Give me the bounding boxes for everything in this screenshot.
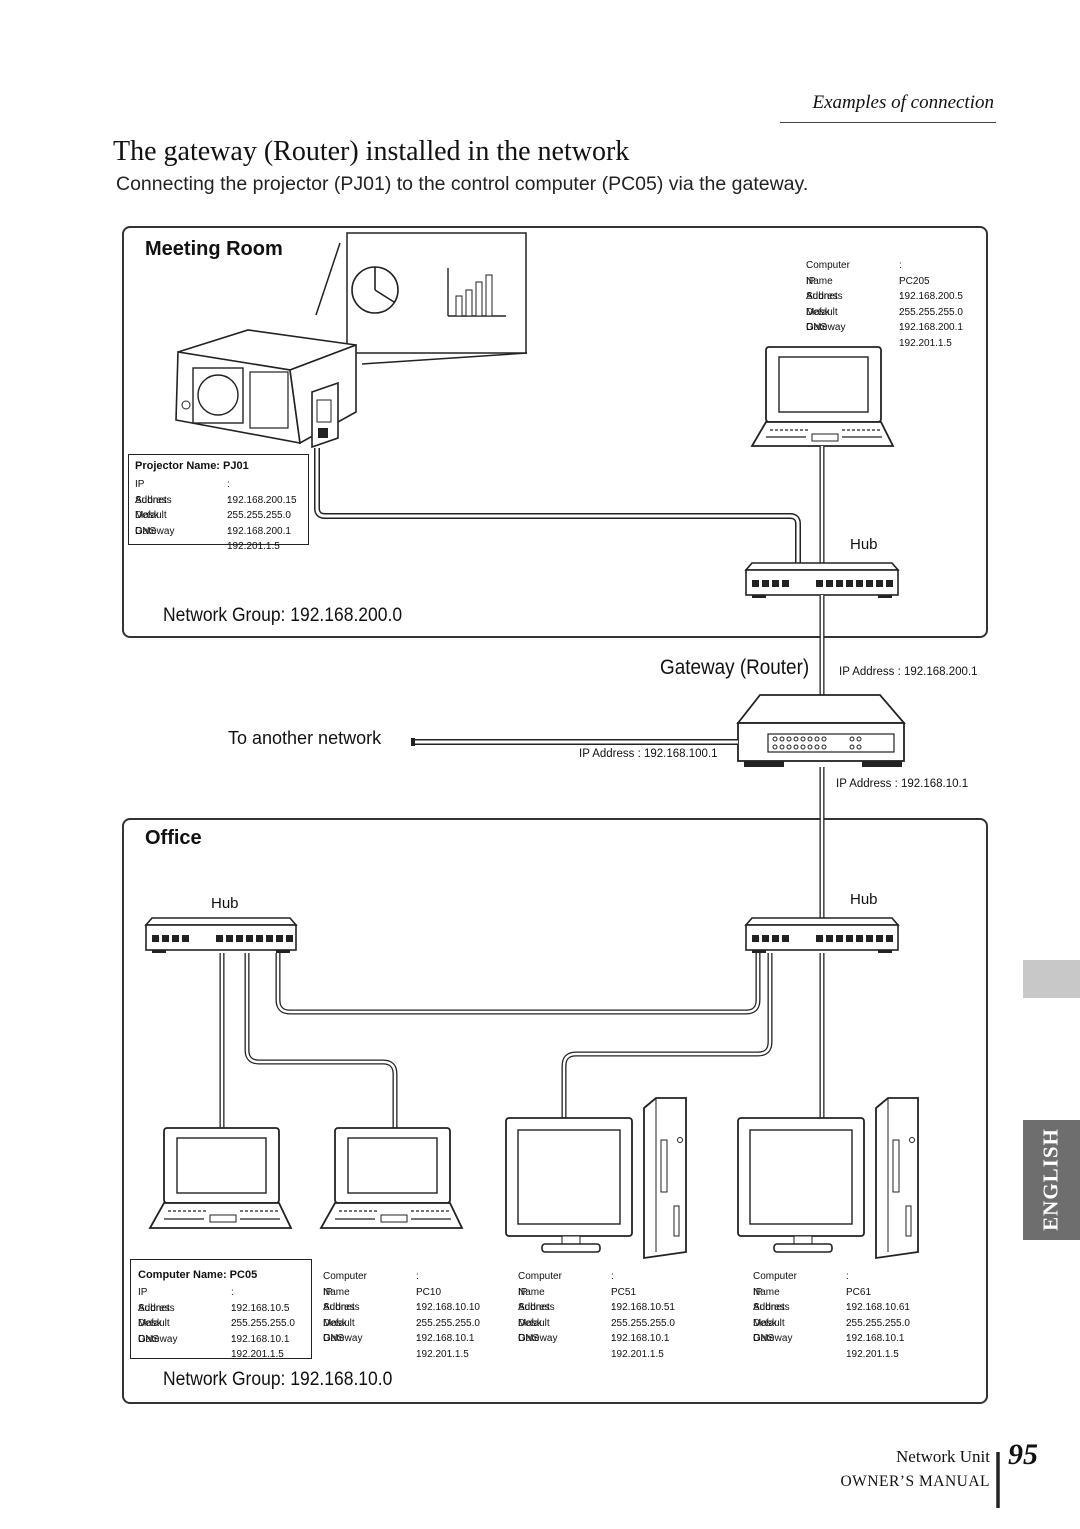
pc61-info: Computer Name: PC61 IP Address: 192.168.… bbox=[753, 1271, 910, 1360]
projector-info-box: Projector Name: PJ01 IP Address: 192.168… bbox=[128, 454, 309, 552]
pc05-name: Computer Name: PC05 bbox=[138, 1269, 258, 1281]
footer-unit: Network Unit bbox=[896, 1447, 990, 1466]
gateway-ip-bottom: IP Address : 192.168.10.1 bbox=[836, 778, 969, 790]
laptop-pc205 bbox=[750, 346, 895, 447]
hub-label-office-right: Hub bbox=[850, 891, 878, 908]
network-group-office: Network Group: 192.168.10.0 bbox=[163, 1369, 393, 1390]
desktop-pc61 bbox=[737, 1097, 919, 1260]
page-title: The gateway (Router) installed in the ne… bbox=[113, 136, 630, 167]
meeting-room-label: Meeting Room bbox=[145, 238, 283, 260]
laptop-pc05 bbox=[148, 1127, 293, 1229]
hub-label-office-left: Hub bbox=[211, 895, 239, 912]
section-title: Examples of connection bbox=[812, 92, 994, 113]
pc10-info: Computer Name: PC10 IP Address: 192.168.… bbox=[323, 1271, 480, 1360]
language-tab-blank bbox=[1023, 960, 1080, 998]
meeting-room-group bbox=[122, 226, 988, 638]
hub-meeting-room bbox=[744, 562, 900, 598]
another-network-label: To another network bbox=[228, 728, 382, 748]
laptop-pc10 bbox=[319, 1127, 464, 1229]
gateway-label: Gateway (Router) bbox=[660, 656, 810, 679]
projector-icon bbox=[175, 329, 357, 449]
pc205-info: Computer Name: PC205 IP Address: 192.168… bbox=[806, 260, 963, 349]
page-subtitle: Connecting the projector (PJ01) to the c… bbox=[116, 173, 809, 195]
gateway-ip-top: IP Address : 192.168.200.1 bbox=[839, 666, 978, 678]
page-number: 95 bbox=[1008, 1438, 1038, 1471]
language-tab bbox=[1023, 1120, 1080, 1240]
hub-office-left bbox=[144, 917, 298, 953]
footer-manual: OWNER’S MANUAL bbox=[840, 1473, 990, 1490]
hub-label-meeting: Hub bbox=[850, 536, 878, 553]
office-label: Office bbox=[145, 827, 202, 849]
projector-name: Projector Name: PJ01 bbox=[135, 460, 249, 472]
pc51-info: Computer Name: PC51 IP Address: 192.168.… bbox=[518, 1271, 675, 1360]
header-rule bbox=[780, 122, 996, 123]
router-icon bbox=[736, 694, 906, 767]
desktop-pc51 bbox=[505, 1097, 687, 1260]
pc05-info-box: Computer Name: PC05 IP Address: 192.168.… bbox=[130, 1259, 312, 1360]
projection-screen bbox=[315, 232, 528, 365]
gateway-ip-left: IP Address : 192.168.100.1 bbox=[579, 748, 718, 760]
hub-office-right bbox=[744, 917, 900, 953]
network-group-meeting: Network Group: 192.168.200.0 bbox=[163, 605, 403, 626]
office-group bbox=[122, 818, 988, 1404]
